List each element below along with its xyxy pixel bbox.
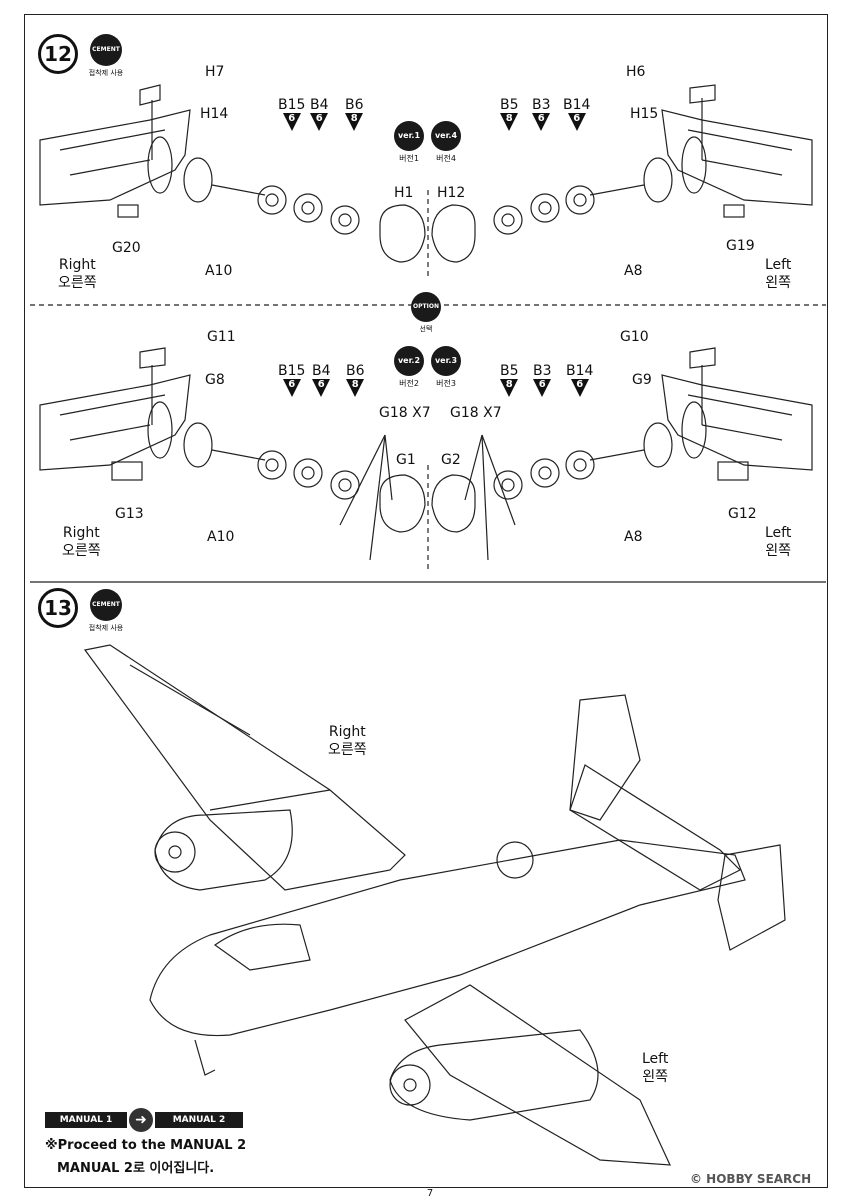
top-left-nacelle [39,84,266,218]
part-g2: G2 [441,452,461,468]
option-label: 선택 [419,325,433,333]
part-g20: G20 [112,240,141,256]
arrow-right-icon: ➜ [129,1108,153,1132]
cowling-g2 [431,474,476,533]
watermark: © HOBBY SEARCH [690,1172,812,1186]
fuselage [149,839,746,1037]
version-badge-2: ver.2 [394,346,424,376]
part-g13: G13 [115,506,144,522]
part-h12: H12 [437,185,466,201]
cowling-g1 [379,474,426,533]
manual-note-ko: MANUAL 2로 이어집니다. [57,1161,215,1176]
part-h7: H7 [205,64,225,80]
manual-2-tag: MANUAL 2 [155,1112,243,1128]
part-g18-left: G18 X7 [379,405,431,421]
part-g10: G10 [620,329,649,345]
cement-icon-13: CEMENT [90,589,122,621]
left-wing [404,984,671,1166]
cement-icon: CEMENT [90,34,122,66]
right-wing [83,644,406,891]
tail-fin-left [717,844,786,951]
version-label-3: 버전3 [436,379,456,388]
page-number: 7 [426,1188,434,1199]
cowling-h12 [431,204,476,263]
part-g18-right: G18 X7 [450,405,502,421]
b25-aircraft [83,644,786,1166]
cockpit [213,923,311,971]
cement-label-13: 접착제 사용 [88,624,124,632]
part-h1: H1 [394,185,414,201]
part-a10: A10 [205,263,233,279]
top-turret [496,841,534,879]
manual-transition-bar: MANUAL 1 ➜ MANUAL 2 [45,1108,245,1132]
step-13-number: 13 [38,588,78,628]
bottom-right-nacelle [589,347,813,481]
version-badge-3: ver.3 [431,346,461,376]
bottom-left-engine-parts [257,434,426,561]
version-badge-4: ver.4 [431,121,461,151]
manual-1-tag: MANUAL 1 [45,1112,127,1128]
part-a10-b: A10 [207,529,235,545]
part-g8: G8 [205,372,225,388]
cowling-h1 [379,204,426,263]
step-12-number: 12 [38,34,78,74]
part-g19: G19 [726,238,755,254]
top-left-engine-parts [257,185,426,263]
bottom-right-engine-parts [431,434,595,561]
part-g1: G1 [396,452,416,468]
option-badge: OPTION [411,292,441,322]
part-g11: G11 [207,329,236,345]
part-h14: H14 [200,106,229,122]
tail-fin-right [569,694,641,821]
part-g9: G9 [632,372,652,388]
part-h6: H6 [626,64,646,80]
part-a8: A8 [624,263,643,279]
manual-note-en: ※Proceed to the MANUAL 2 [45,1138,247,1153]
version-label-4: 버전4 [436,154,456,163]
part-a8-b: A8 [624,529,643,545]
version-badge-1: ver.1 [394,121,424,151]
version-label-2: 버전2 [399,379,419,388]
part-g12: G12 [728,506,757,522]
top-right-engine-parts [431,185,595,263]
cement-label: 접착제 사용 [88,69,124,77]
firewall-h14 [183,157,213,203]
bottom-left-nacelle [39,347,266,481]
version-label-1: 버전1 [399,154,419,163]
firewall-h15 [643,157,673,203]
horizontal-stabilizer [569,764,742,891]
top-right-nacelle [589,84,813,218]
part-h15: H15 [630,106,659,122]
page-frame [24,14,828,1188]
